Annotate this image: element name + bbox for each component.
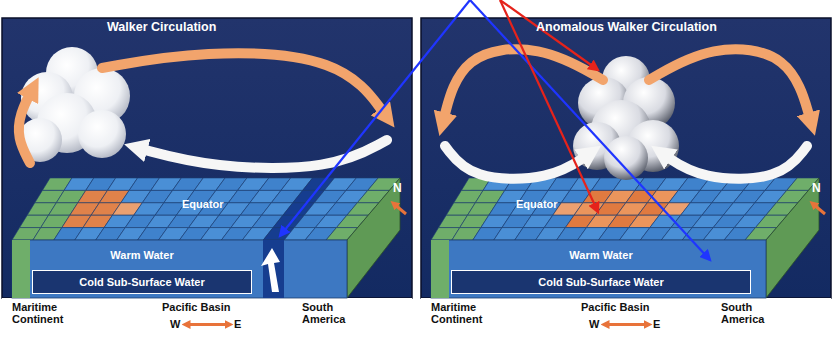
north-arrow — [813, 204, 825, 214]
circulation-arrow — [443, 49, 603, 122]
region-label: Maritime Continent — [431, 301, 511, 325]
circulation-arrow — [649, 49, 811, 122]
layer-label: Cold Sub-Surface Water — [79, 276, 205, 288]
leader-line — [470, 0, 710, 260]
circulation-arrow — [445, 146, 589, 179]
equator-label: Equator — [182, 198, 224, 210]
equator-label: Equator — [516, 198, 558, 210]
direction-label: E — [653, 318, 660, 330]
leader-line — [280, 0, 470, 236]
layer-label: Warm Water — [569, 249, 632, 261]
ocean-grid — [431, 178, 819, 240]
panel: Walker CirculationWarm WaterCold Sub-Sur… — [2, 18, 412, 337]
panel-art — [2, 18, 412, 337]
direction-arrow — [186, 323, 229, 326]
land-front — [12, 240, 30, 298]
water-layer: Warm Water — [451, 244, 751, 266]
panel-title: Walker Circulation — [107, 21, 216, 35]
water-layer: Cold Sub-Surface Water — [451, 270, 751, 294]
sky-ground — [421, 18, 831, 298]
region-label: Pacific Basin — [581, 301, 649, 313]
panel-title: Anomalous Walker Circulation — [536, 21, 717, 35]
region-label: Maritime Continent — [12, 301, 92, 325]
leader-line — [500, 0, 598, 70]
water-layer: Cold Sub-Surface Water — [32, 270, 252, 294]
upwelling-arrow — [261, 248, 280, 292]
land-side — [766, 178, 819, 298]
circulation-arrow — [19, 90, 32, 163]
compass-label: N — [393, 182, 402, 195]
direction-label: W — [589, 318, 599, 330]
label-strip — [421, 298, 831, 337]
direction-arrow — [605, 323, 648, 326]
layer-label: Warm Water — [110, 249, 173, 261]
direction-label: W — [170, 318, 180, 330]
label-strip — [2, 298, 412, 337]
water-layer: Warm Water — [32, 244, 252, 266]
region-label: South America — [302, 301, 372, 325]
region-label: Pacific Basin — [162, 301, 230, 313]
circulation-arrow — [663, 146, 807, 179]
layer-label: Cold Sub-Surface Water — [538, 276, 664, 288]
region-label: South America — [721, 301, 791, 325]
land-front — [431, 240, 449, 298]
cloud-puff — [604, 136, 648, 180]
compass-label: N — [812, 182, 821, 195]
circulation-arrow — [138, 140, 387, 168]
panel: Anomalous Walker CirculationWarm WaterCo… — [421, 18, 831, 337]
land-side — [347, 178, 400, 298]
ocean-grid — [12, 178, 400, 240]
panel-art — [421, 18, 831, 337]
north-arrow — [394, 204, 406, 214]
ocean-front — [12, 240, 347, 298]
cloud-puff — [78, 110, 126, 158]
ocean-front — [431, 240, 766, 298]
sky-ground — [2, 18, 412, 298]
circulation-arrow — [102, 53, 386, 116]
direction-label: E — [234, 318, 241, 330]
